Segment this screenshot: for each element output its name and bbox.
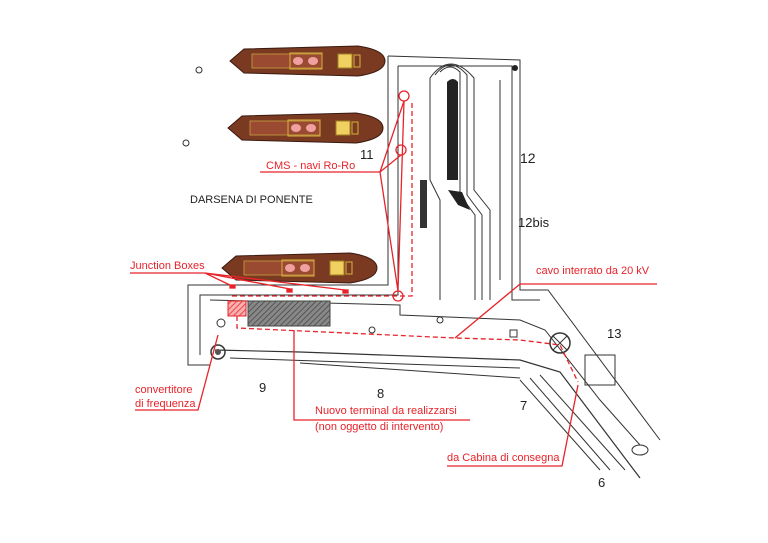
equipment-block: [420, 180, 427, 228]
junction-box-small: [509, 329, 518, 338]
berth-6: 6: [598, 475, 606, 490]
bollard: [368, 326, 376, 334]
buoy: [195, 66, 203, 74]
cable-lines: [130, 90, 657, 467]
berth-11: 11: [360, 147, 374, 162]
berth-7: 7: [520, 398, 528, 413]
terminal-label-2: (non oggetto di intervento): [315, 421, 444, 433]
tank-cross: [552, 335, 568, 351]
bollard: [436, 316, 444, 324]
converter-wheel: [210, 344, 226, 360]
berth-12: 12: [520, 150, 536, 166]
berth-13: 13: [607, 326, 622, 341]
berth-9: 9: [259, 380, 267, 395]
berth-12bis: 12bis: [518, 215, 550, 230]
cms-label: CMS - navi Ro-Ro: [266, 160, 356, 172]
structure: [631, 444, 649, 456]
ship-1: [229, 45, 386, 77]
basin-label: DARSENA DI PONENTE: [190, 194, 313, 206]
ramp: [447, 79, 458, 180]
junction-boxes-label: Junction Boxes: [130, 260, 205, 272]
converter-wheel-hub: [215, 349, 221, 355]
tank: [549, 332, 571, 354]
bollard: [512, 65, 518, 71]
frequency-converter: [227, 300, 247, 317]
ship-2: [227, 112, 384, 144]
converter-label-2: di frequenza: [135, 398, 196, 410]
buoy: [182, 139, 190, 147]
bollard: [216, 318, 226, 328]
new-terminal: [247, 300, 331, 327]
pier-outline: [187, 55, 661, 479]
berth-8: 8: [377, 386, 385, 401]
terminal-label-1: Nuovo terminal da realizzarsi: [315, 405, 457, 417]
substation-building: [584, 354, 616, 386]
substation-label: da Cabina di consegna: [447, 452, 560, 464]
converter-label-1: convertitore: [135, 384, 193, 396]
cable-label: cavo interrato da 20 kV: [536, 265, 650, 277]
ramp: [448, 190, 470, 210]
